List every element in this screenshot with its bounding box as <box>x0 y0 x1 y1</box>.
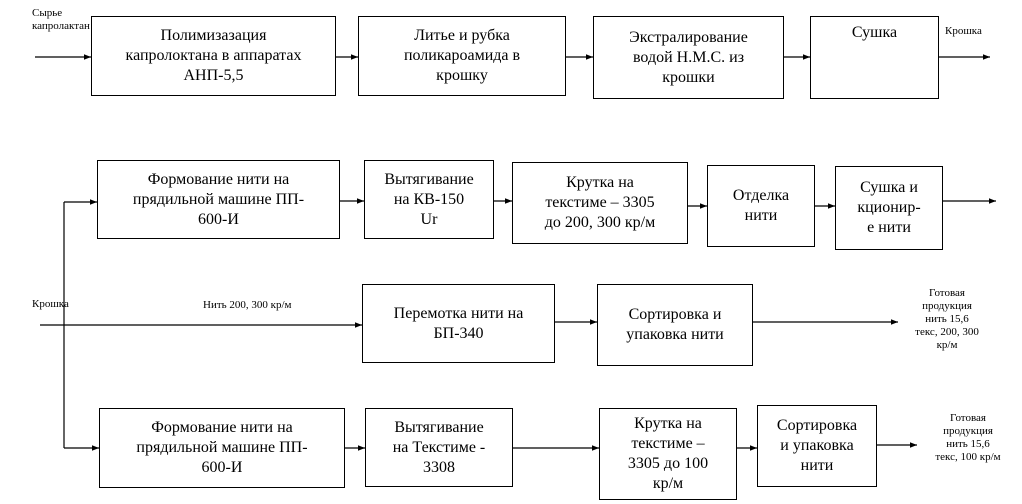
box-drying: Сушка <box>810 16 939 99</box>
box-casting-cutting: Литье и рубка поликароамида в крошку <box>358 16 566 96</box>
row3-output-label-finished-product: Готовая продукция нить 15,6 текс, 200, 3… <box>915 287 979 351</box>
label-crumb-left: Крошка <box>32 298 69 310</box>
box-extraction: Экстралирование водой Н.М.С. из крошки <box>593 16 784 99</box>
box-row4-twisting: Крутка на текстиме – 3305 до 100 кр/м <box>599 408 737 500</box>
box-row2-drying-conditioning: Сушка и кционир- е нити <box>835 166 943 250</box>
box-row2-spinning: Формование нити на прядильной машине ПП-… <box>97 160 340 239</box>
output-label-crumb: Крошка <box>945 25 982 37</box>
box-row4-spinning: Формование нити на прядильной машине ПП-… <box>99 408 345 488</box>
row4-output-label-finished-product: Готовая продукция нить 15,6 текс, 100 кр… <box>935 412 1001 463</box>
box-row4-sorting-packing: Сортировка и упаковка нити <box>757 405 877 487</box>
row3-line-label: Нить 200, 300 кр/м <box>203 299 292 311</box>
box-row3-rewinding: Перемотка нити на БП-340 <box>362 284 555 363</box>
box-row3-sorting-packing: Сортировка и упаковка нити <box>597 284 753 366</box>
box-row2-finishing: Отделка нити <box>707 165 815 247</box>
box-polymerization: Полимизазация капролоктана в аппаратах А… <box>91 16 336 96</box>
input-label-raw-caprolactam: Сырье капролактан <box>32 7 90 32</box>
box-row2-drawing-kv150: Вытягивание на КВ-150 Ur <box>364 160 494 239</box>
box-row2-twisting: Крутка на текстиме – 3305 до 200, 300 кр… <box>512 162 688 244</box>
box-row4-drawing-textime: Вытягивание на Текстиме - 3308 <box>365 408 513 487</box>
